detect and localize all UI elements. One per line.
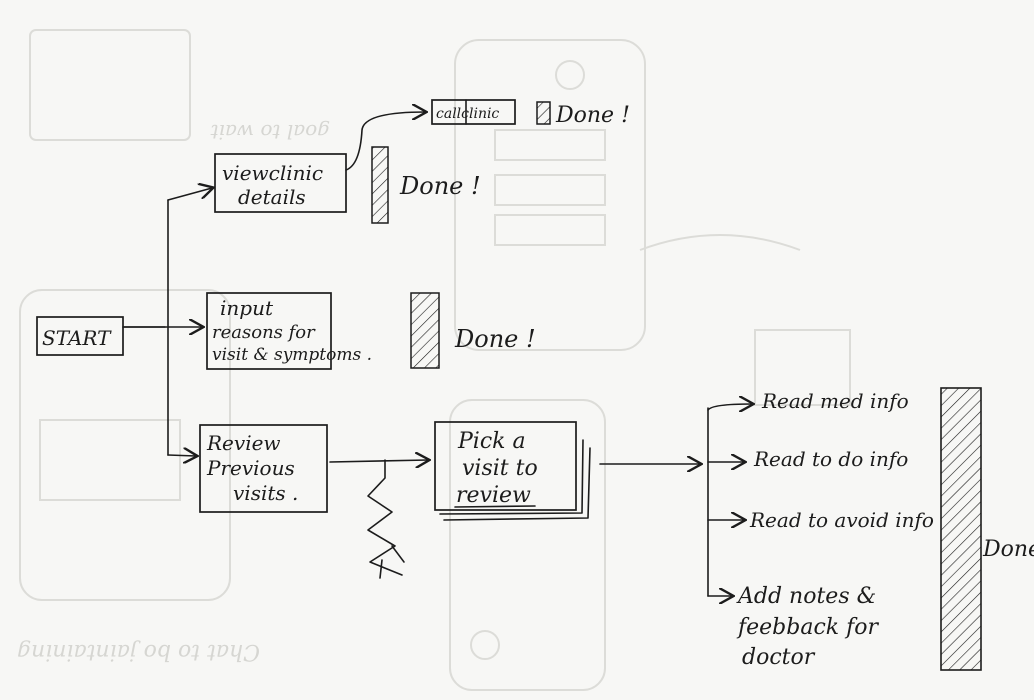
pick-line1: Pick a [457, 429, 526, 454]
start-node: START [36, 316, 124, 356]
final-done: Done! [940, 387, 1034, 671]
input-done-label: Done ! [454, 325, 536, 353]
review-line1: Review [206, 431, 281, 455]
input-reasons-line3: visit & symptoms . [212, 345, 372, 365]
view-to-call-arrow [345, 112, 425, 171]
call-done: Done ! [536, 101, 630, 128]
end-item-read-todo: Read to do info [753, 447, 908, 471]
call-clinic-node: callclinic [431, 99, 516, 125]
pick-line3: review [456, 483, 531, 508]
svg-text:goal to wait: goal to wait [210, 120, 330, 144]
end-item-add-notes-3: doctor [742, 645, 816, 670]
pick-to-end-connectors [599, 404, 752, 596]
input-reasons-node: input reasons for visit & symptoms . [206, 292, 372, 370]
view-clinic-line1: viewclinic [222, 161, 323, 185]
view-clinic-node: viewclinic details [214, 153, 347, 213]
view-done: Done ! [371, 146, 481, 224]
start-label: START [42, 326, 112, 350]
pick-visit-node: Pick a visit to review [434, 421, 591, 521]
review-line2: Previous [206, 456, 295, 480]
call-clinic-label: callclinic [436, 106, 499, 122]
input-reasons-line2: reasons for [212, 322, 316, 343]
review-to-pick-connector [329, 460, 428, 579]
review-previous-node: Review Previous visits . [199, 424, 328, 513]
start-connectors [122, 188, 212, 456]
view-clinic-line2: details [238, 185, 306, 209]
end-item-add-notes-1: Add notes & [736, 584, 876, 609]
call-done-label: Done ! [555, 103, 630, 128]
input-done: Done ! [410, 292, 536, 369]
end-item-add-notes-2: feebback for [736, 615, 879, 640]
svg-text:Chat to bo jaintaining: Chat to bo jaintaining [17, 639, 260, 664]
pick-line2: visit to [462, 456, 538, 481]
end-item-read-avoid: Read to avoid info [749, 508, 934, 532]
end-items: Read med info Read to do info Read to av… [736, 389, 934, 670]
review-line3: visits . [233, 481, 298, 505]
end-item-read-med: Read med info [761, 389, 909, 413]
background-ghost-sketches: goal to wait Chat to bo jaintaining [17, 29, 851, 691]
view-done-label: Done ! [399, 172, 481, 200]
input-reasons-line1: input [220, 296, 274, 320]
final-done-label: Done! [982, 537, 1034, 562]
